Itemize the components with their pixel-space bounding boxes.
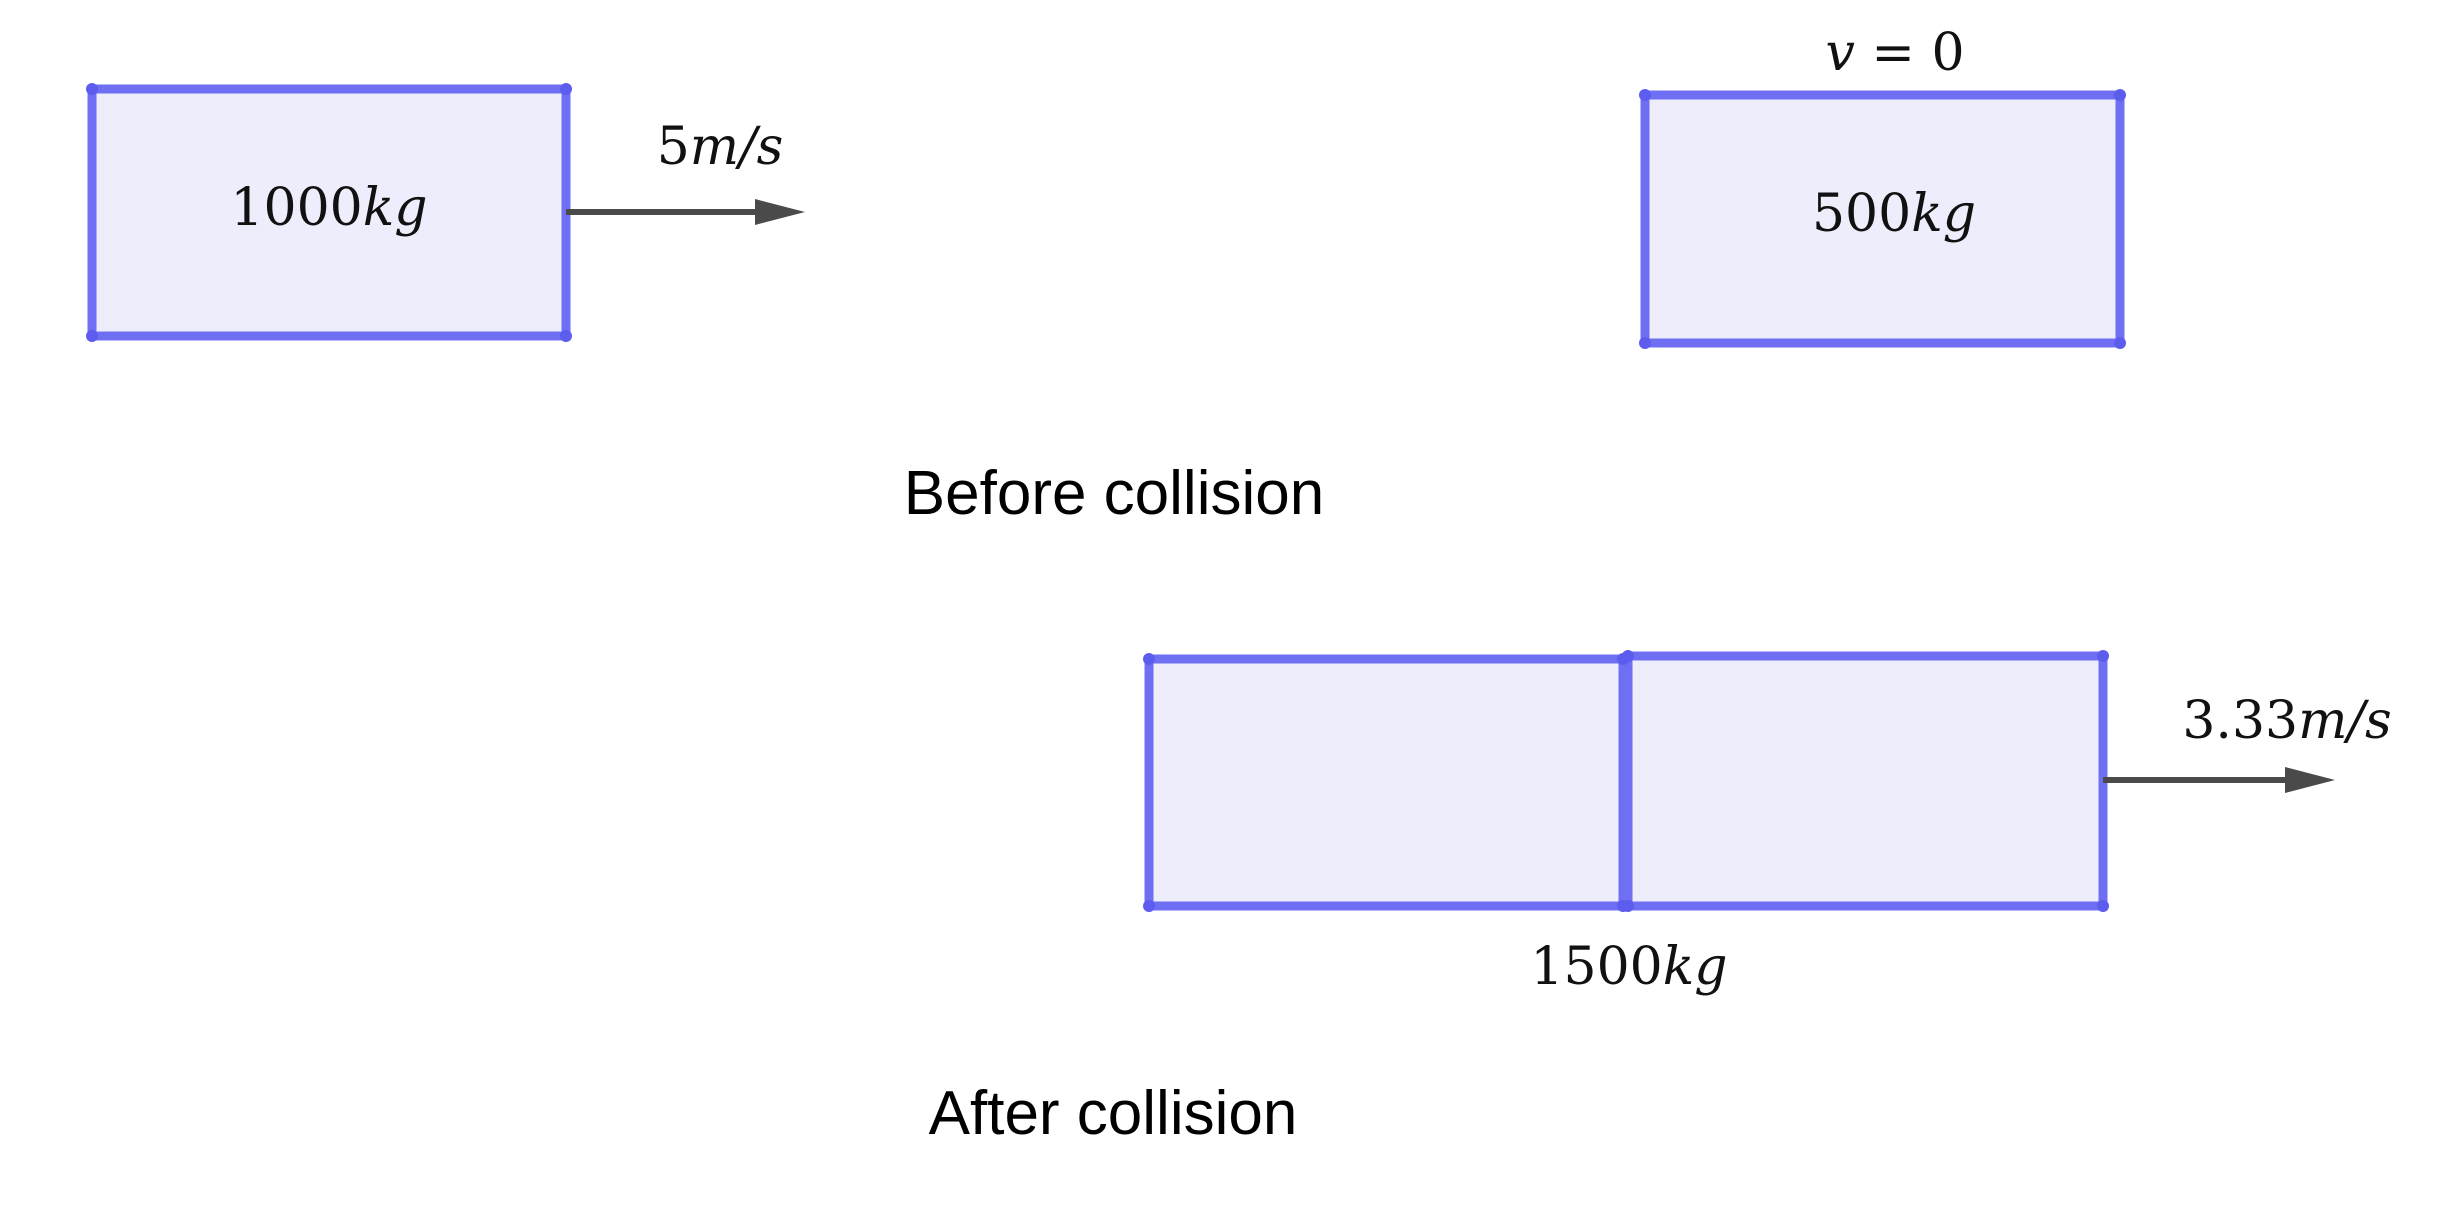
velocity-label-zero: v = 0 xyxy=(1825,23,1964,83)
mass-label-1000kg: 1000kg xyxy=(230,178,427,238)
combined-block-left xyxy=(1144,654,1628,911)
velocity-label-333ms: 3.33m/s xyxy=(2182,691,2391,751)
caption-after-collision: After collision xyxy=(929,1079,1298,1148)
mass-label-1500kg: 1500kg xyxy=(1530,937,1727,997)
velocity-arrow-5ms: 5m/s xyxy=(566,117,805,225)
combined-blocks: 1500kg xyxy=(1143,650,2109,997)
velocity-arrow-333ms: 3.33m/s xyxy=(2103,691,2392,793)
block-1000kg: 1000kg xyxy=(86,83,572,342)
velocity-label-5ms: 5m/s xyxy=(657,117,784,177)
block-500kg: v = 0 500kg xyxy=(1639,23,2126,349)
mass-label-500kg: 500kg xyxy=(1812,184,1976,244)
combined-block-right xyxy=(1623,651,2108,911)
caption-before-collision: Before collision xyxy=(904,459,1324,528)
